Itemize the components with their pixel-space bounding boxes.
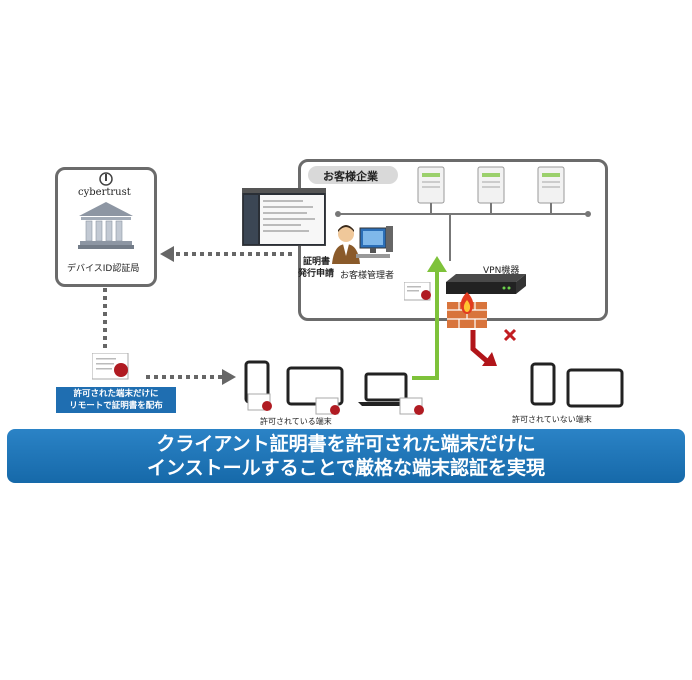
request-screen-icon bbox=[242, 188, 326, 246]
certificate-icon bbox=[315, 397, 340, 415]
allowed-access-arrow bbox=[412, 272, 439, 380]
network-diagram bbox=[335, 166, 591, 261]
allowed-devices-label: 許可されている端末 bbox=[260, 417, 332, 426]
distribution-line2: リモートで証明書を配布 bbox=[69, 401, 163, 411]
firewall-icon bbox=[447, 292, 487, 328]
admin-label: お客様管理者 bbox=[340, 271, 395, 281]
request-label-line2: 発行申請 bbox=[298, 269, 335, 279]
authority-brand: cybertrust bbox=[78, 187, 131, 198]
server-icon bbox=[537, 166, 565, 204]
authority-box bbox=[55, 167, 157, 287]
server-icon bbox=[417, 166, 445, 204]
denied-access-arrow bbox=[470, 330, 490, 364]
cybertrust-logo-icon bbox=[99, 172, 113, 186]
denied-devices-label: 許可されていない端末 bbox=[512, 415, 592, 424]
request-label-line1: 証明書 bbox=[303, 257, 331, 267]
vpn-device-icon bbox=[446, 274, 526, 294]
smartphone-icon bbox=[530, 362, 556, 406]
summary-banner: クライアント証明書を許可された端末だけに インストールすることで厳格な端末認証を… bbox=[7, 429, 685, 483]
authority-name: デバイスID認証局 bbox=[67, 264, 140, 274]
certificate-icon bbox=[92, 353, 129, 380]
denied-x-icon bbox=[503, 328, 517, 342]
customer-title-badge bbox=[308, 166, 398, 184]
allowed-devices-group bbox=[244, 360, 424, 415]
denied-devices-group bbox=[530, 362, 624, 408]
certificate-icon bbox=[399, 397, 424, 415]
banner-line2: インストールすることで厳格な端末認証を実現 bbox=[146, 457, 546, 479]
distribution-line1: 許可された端末だけに bbox=[73, 389, 159, 399]
server-icon bbox=[477, 166, 505, 204]
tablet-icon bbox=[286, 366, 344, 406]
customer-title: お客様企業 bbox=[323, 170, 378, 183]
network-bus-line bbox=[338, 203, 588, 261]
customer-admin-icon bbox=[332, 225, 393, 264]
tablet-icon bbox=[566, 368, 624, 408]
bank-building-icon bbox=[78, 202, 134, 249]
vpn-label: VPN機器 bbox=[483, 266, 520, 276]
certificate-icon bbox=[404, 282, 431, 301]
distribution-callout: 許可された端末だけに リモートで証明書を配布 bbox=[56, 387, 176, 413]
certificate-icon bbox=[247, 393, 272, 411]
banner-line1: クライアント証明書を許可された端末だけに bbox=[156, 433, 536, 455]
